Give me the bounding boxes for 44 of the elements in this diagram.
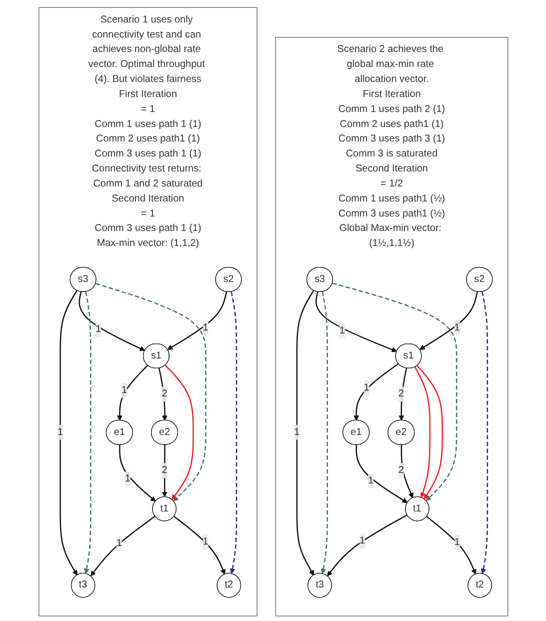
edge-label: 1: [454, 536, 460, 548]
edge-label: 2: [161, 464, 167, 476]
arrow: [326, 514, 408, 576]
arrow: [480, 292, 488, 574]
arrow: [166, 292, 227, 350]
edge-label: 2: [161, 388, 167, 400]
arrow: [59, 290, 78, 576]
arrow: [78, 292, 145, 352]
edge-label: 1: [359, 535, 365, 546]
arrow: [164, 364, 194, 500]
edge-label: 1: [95, 324, 101, 335]
arrow: [315, 292, 397, 352]
edge-label: 1: [121, 384, 127, 396]
arrow: [84, 292, 91, 574]
arrow: [320, 292, 328, 574]
arrow: [398, 368, 407, 421]
arrow: [158, 368, 168, 421]
edge-label: 1: [363, 382, 369, 393]
arrow: [400, 444, 414, 498]
arrow: [414, 366, 430, 498]
edge-label: 1: [294, 426, 300, 438]
edge-label: 1: [202, 322, 208, 334]
arrow: [353, 363, 398, 421]
edge-label: 1: [116, 538, 122, 549]
edge-label: 2: [398, 464, 404, 476]
edge-label: 2: [398, 388, 404, 400]
arrow: [355, 444, 408, 504]
arrow: [116, 364, 148, 421]
edge-label: 1: [338, 325, 345, 336]
arrow: [332, 282, 457, 502]
arrow: [90, 516, 156, 576]
arrow: [419, 292, 478, 350]
arrow: [426, 516, 476, 575]
arrow: [296, 290, 314, 576]
edge-label: 1: [202, 536, 208, 547]
edge-label: 1: [368, 475, 374, 486]
arrow: [95, 282, 206, 502]
edge-label: 1: [57, 426, 63, 438]
arrow: [416, 365, 443, 500]
edge-label: 1: [454, 322, 460, 333]
arrow: [229, 292, 237, 574]
edge-label: 1: [124, 473, 130, 484]
arrow: [118, 444, 156, 502]
arrow: [173, 516, 226, 575]
